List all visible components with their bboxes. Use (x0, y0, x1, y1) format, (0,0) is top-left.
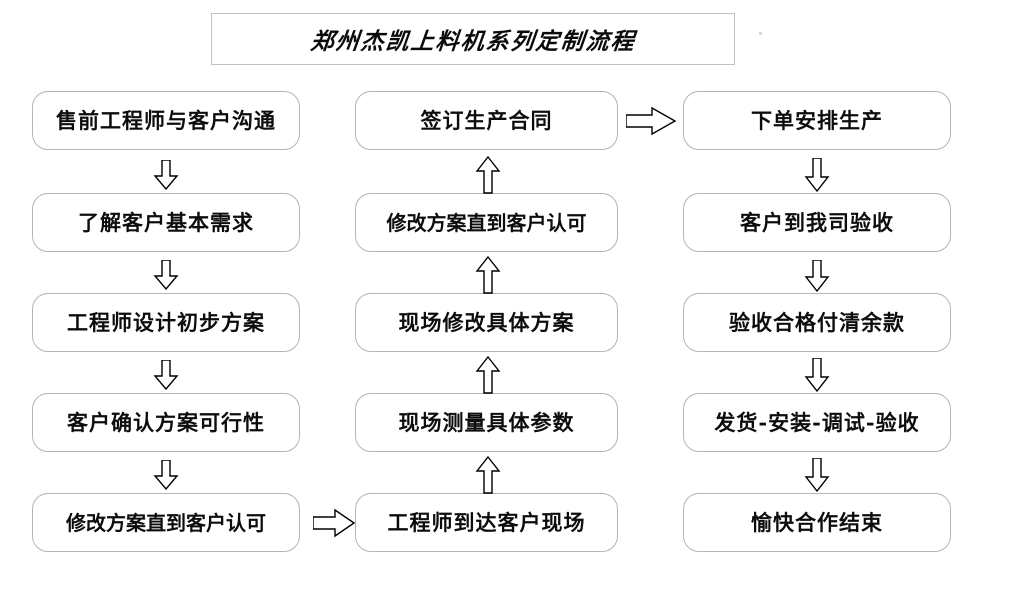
node-left-3-label: 工程师设计初步方案 (67, 310, 265, 335)
node-left-5[interactable]: 修改方案直到客户认可 (32, 493, 300, 552)
node-middle-5-label: 工程师到达客户现场 (387, 510, 586, 535)
arrow-up-icon-middle-3 (474, 356, 502, 394)
node-middle-3[interactable]: 现场修改具体方案 (355, 293, 618, 352)
arrow-down-icon-right-1 (803, 158, 831, 192)
arrow-down-icon-right-4 (803, 458, 831, 492)
node-left-5-label: 修改方案直到客户认可 (66, 510, 266, 535)
node-left-4[interactable]: 客户确认方案可行性 (32, 393, 300, 452)
node-left-2-label: 了解客户基本需求 (78, 210, 254, 235)
node-right-2-label: 客户到我司验收 (740, 210, 894, 235)
node-right-3-label: 验收合格付清余款 (729, 310, 905, 335)
arrow-down-icon-right-2 (803, 260, 831, 292)
node-right-3[interactable]: 验收合格付清余款 (683, 293, 951, 352)
chart-title-box: 郑州杰凯上料机系列定制流程 (211, 13, 735, 65)
node-middle-4-label: 现场测量具体参数 (398, 410, 575, 435)
node-middle-5[interactable]: 工程师到达客户现场 (355, 493, 618, 552)
title-speck-artifact (759, 32, 762, 35)
node-middle-2-label: 修改方案直到客户认可 (386, 210, 587, 235)
node-right-4[interactable]: 发货-安装-调试-验收 (683, 393, 951, 452)
node-middle-4[interactable]: 现场测量具体参数 (355, 393, 618, 452)
arrow-right-icon-middle-to-right (626, 106, 678, 136)
arrow-down-icon-right-3 (803, 358, 831, 392)
arrow-down-icon-left-3 (152, 360, 180, 390)
arrow-up-icon-middle-1 (474, 156, 502, 194)
node-left-3[interactable]: 工程师设计初步方案 (32, 293, 300, 352)
arrow-right-icon-left-to-middle (313, 508, 357, 538)
arrow-up-icon-middle-4 (474, 456, 502, 494)
node-right-5[interactable]: 愉快合作结束 (683, 493, 951, 552)
arrow-up-icon-middle-2 (474, 256, 502, 294)
node-right-1[interactable]: 下单安排生产 (683, 91, 951, 150)
node-right-5-label: 愉快合作结束 (751, 510, 883, 535)
node-right-2[interactable]: 客户到我司验收 (683, 193, 951, 252)
node-middle-3-label: 现场修改具体方案 (398, 310, 575, 335)
node-left-4-label: 客户确认方案可行性 (67, 410, 265, 435)
arrow-down-icon-left-4 (152, 460, 180, 490)
node-middle-1[interactable]: 签订生产合同 (355, 91, 618, 150)
arrow-down-icon-left-2 (152, 260, 180, 290)
node-left-2[interactable]: 了解客户基本需求 (32, 193, 300, 252)
node-middle-1-label: 签订生产合同 (420, 108, 553, 133)
node-right-1-label: 下单安排生产 (751, 108, 883, 133)
chart-title-text: 郑州杰凯上料机系列定制流程 (308, 28, 637, 55)
node-left-1[interactable]: 售前工程师与客户沟通 (32, 91, 300, 150)
node-right-4-label: 发货-安装-调试-验收 (714, 410, 920, 435)
node-left-1-label: 售前工程师与客户沟通 (56, 108, 276, 133)
arrow-down-icon-left-1 (152, 160, 180, 190)
node-middle-2[interactable]: 修改方案直到客户认可 (355, 193, 618, 252)
